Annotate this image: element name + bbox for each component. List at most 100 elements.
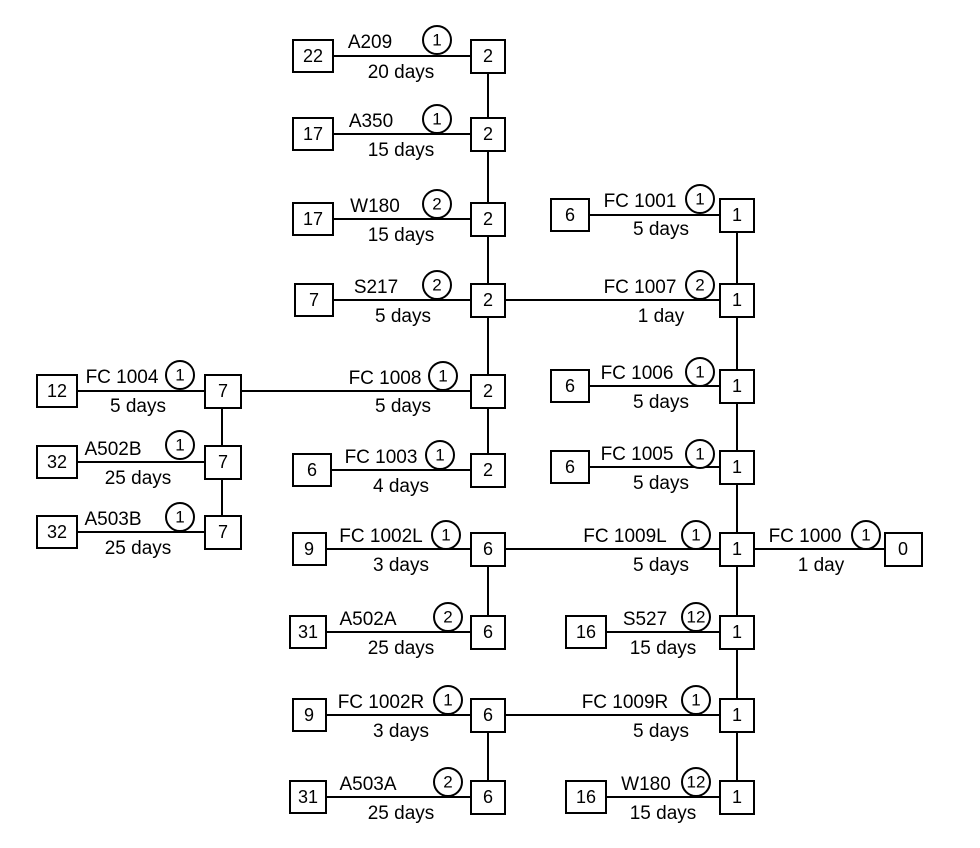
quantity-circle <box>685 357 715 387</box>
quantity-value: 1 <box>175 508 184 527</box>
link-w180-top-label: W180 2 15 days <box>350 189 452 246</box>
lead-time: 25 days <box>105 468 172 489</box>
node-value: 7 <box>218 522 228 542</box>
quantity-value: 1 <box>695 363 704 382</box>
node-fc1004-source: 12 <box>36 374 78 408</box>
part-code: FC 1009L <box>583 526 666 547</box>
quantity-value: 1 <box>443 691 452 710</box>
link-fc1008-label: FC 1008 1 5 days <box>349 361 458 417</box>
node-value: 2 <box>483 381 493 401</box>
node-value: 16 <box>576 787 596 807</box>
node-value: 0 <box>898 539 908 559</box>
part-code: A502B <box>84 439 141 460</box>
quantity-circle <box>851 520 881 550</box>
quantity-value: 1 <box>438 367 447 386</box>
quantity-value: 1 <box>695 445 704 464</box>
link-fc1005-label: FC 1005 1 5 days <box>601 439 715 494</box>
quantity-value: 2 <box>432 195 441 214</box>
link-fc1000-label: FC 1000 1 1 day <box>769 520 881 576</box>
link-fc1002r-label: FC 1002R 1 3 days <box>338 685 463 742</box>
quantity-value: 1 <box>175 366 184 385</box>
node-value: 7 <box>218 452 228 472</box>
quantity-circle <box>165 360 195 390</box>
link-fc1003-label: FC 1003 1 4 days <box>345 440 455 497</box>
quantity-circle <box>422 189 452 219</box>
node-w180-top-source: 17 <box>292 202 334 236</box>
node-fc1002l-source: 9 <box>292 532 327 566</box>
lead-time: 5 days <box>633 392 689 413</box>
part-code: FC 1009R <box>582 692 669 713</box>
node-value: 6 <box>483 539 493 559</box>
lead-time: 20 days <box>368 62 435 83</box>
node-value: 6 <box>565 376 575 396</box>
lead-time: 5 days <box>633 555 689 576</box>
link-fc1001-label: FC 1001 1 5 days <box>604 184 715 240</box>
part-code: FC 1001 <box>604 191 677 212</box>
part-code: A503B <box>84 509 141 530</box>
node-w180-bottom-dest: 1 <box>719 780 755 815</box>
quantity-circle <box>681 685 711 715</box>
node-value: 6 <box>307 460 317 480</box>
part-code: W180 <box>350 196 400 217</box>
node-value: 6 <box>483 705 493 725</box>
quantity-circle <box>681 520 711 550</box>
node-fc1005-source: 6 <box>550 450 590 484</box>
part-code: FC 1002R <box>338 692 425 713</box>
node-value: 2 <box>483 124 493 144</box>
quantity-circle <box>433 602 463 632</box>
node-value: 7 <box>218 381 228 401</box>
node-s527-dest: 1 <box>719 615 755 650</box>
node-fc1003-source: 6 <box>292 453 332 487</box>
node-boxes: 22 17 17 7 6 2 2 2 2 2 2 12 32 32 7 7 7 … <box>36 39 923 815</box>
part-code: S217 <box>354 277 398 298</box>
node-fc1006-source: 6 <box>550 369 590 403</box>
node-value: 2 <box>483 290 493 310</box>
quantity-value: 12 <box>687 773 706 792</box>
link-a502a-label: A502A 2 25 days <box>339 602 463 659</box>
link-fc1007-label: FC 1007 2 1 day <box>604 270 715 327</box>
connector-lines <box>77 55 885 798</box>
quantity-circle <box>431 520 461 550</box>
node-fc1006-dest: 1 <box>719 369 755 404</box>
node-fc1009l-dest: 1 <box>719 532 755 567</box>
node-value: 17 <box>303 209 323 229</box>
node-value: 9 <box>304 705 314 725</box>
part-code: FC 1000 <box>769 526 842 547</box>
link-a503b-label: A503B 1 25 days <box>84 502 195 559</box>
node-value: 9 <box>304 539 314 559</box>
quantity-value: 1 <box>175 436 184 455</box>
quantity-value: 1 <box>435 446 444 465</box>
node-value: 1 <box>732 457 742 477</box>
part-code: A503A <box>339 774 396 795</box>
node-value: 16 <box>576 622 596 642</box>
lead-time: 15 days <box>630 638 697 659</box>
link-s527-label: S527 12 15 days <box>623 602 711 659</box>
link-a502b-label: A502B 1 25 days <box>84 430 195 489</box>
part-code: FC 1005 <box>601 444 674 465</box>
part-code: A209 <box>348 32 392 53</box>
node-fc1005-dest: 1 <box>719 450 755 485</box>
node-fc1002r-source: 9 <box>292 698 327 732</box>
node-a209-source: 22 <box>292 39 334 73</box>
node-fc1007-dest: 1 <box>719 283 755 318</box>
node-value: 2 <box>483 46 493 66</box>
lead-time: 25 days <box>368 638 435 659</box>
node-fc1002r-dest: 6 <box>470 698 506 733</box>
node-value: 1 <box>732 705 742 725</box>
quantity-value: 1 <box>432 110 441 129</box>
node-a503b-source: 32 <box>36 515 78 549</box>
node-value: 6 <box>565 457 575 477</box>
quantity-circle <box>433 767 463 797</box>
node-a350-source: 17 <box>292 117 334 151</box>
lead-time: 5 days <box>375 396 431 417</box>
quantity-value: 1 <box>691 691 700 710</box>
node-value: 17 <box>303 124 323 144</box>
quantity-circle <box>685 184 715 214</box>
lead-time: 5 days <box>375 306 431 327</box>
node-fc1008-dest: 2 <box>470 374 506 409</box>
node-value: 1 <box>732 205 742 225</box>
link-a503a-label: A503A 2 25 days <box>339 767 463 824</box>
quantity-circle <box>422 104 452 134</box>
quantity-circle <box>428 361 458 391</box>
